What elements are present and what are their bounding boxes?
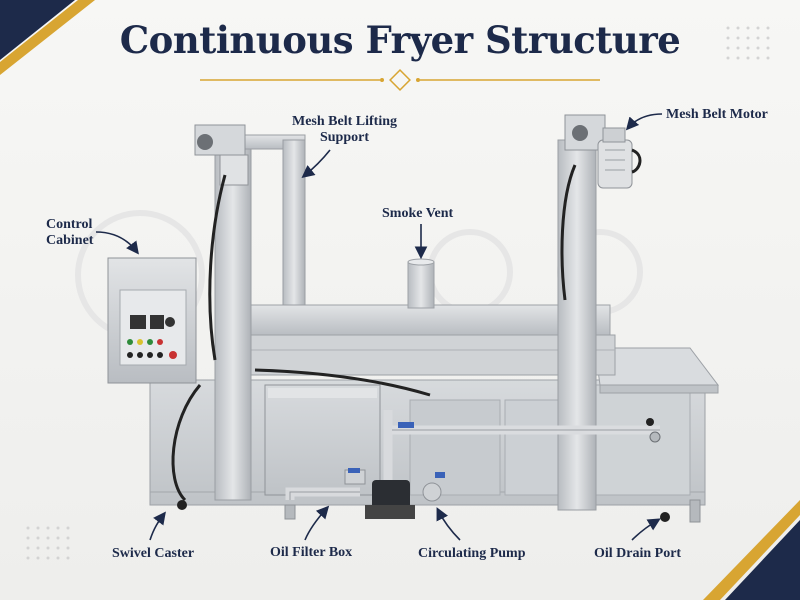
arrow-control-cabinet	[95, 231, 139, 255]
arrow-oil-filter-box	[304, 505, 330, 541]
arrow-circulating-pump	[436, 507, 461, 541]
arrow-oil-drain-port	[631, 518, 661, 541]
label-line-2: Support	[319, 130, 370, 145]
dot-grid-icon	[26, 26, 770, 560]
label-line-1: Control	[46, 217, 93, 232]
label-oil-filter-box: Oil Filter Box	[270, 545, 353, 560]
label-smoke-vent: Smoke Vent	[382, 206, 454, 221]
label-line-2: Cabinet	[46, 233, 94, 248]
arrow-icon	[95, 113, 663, 541]
fryer-machine	[107, 114, 720, 523]
diamond-divider-icon	[200, 69, 600, 91]
label-circulating-pump: Circulating Pump	[418, 546, 526, 561]
arrow-swivel-caster	[149, 511, 166, 541]
arrow-lifting-support	[301, 149, 331, 178]
label-mesh-belt-motor: Mesh Belt Motor	[666, 107, 768, 122]
label-mesh-belt-lifting-support: Mesh Belt Lifting Support	[292, 114, 397, 146]
label-swivel-caster: Swivel Caster	[112, 546, 195, 561]
page-title: Continuous Fryer Structure	[119, 18, 681, 62]
corner-decoration-top-left	[0, 0, 95, 75]
corner-decoration-bottom-right	[703, 500, 800, 600]
label-control-cabinet: Control Cabinet	[46, 217, 93, 249]
arrow-belt-motor	[625, 113, 663, 131]
label-oil-drain-port: Oil Drain Port	[594, 546, 682, 561]
label-line-1: Mesh Belt Lifting	[292, 114, 397, 129]
